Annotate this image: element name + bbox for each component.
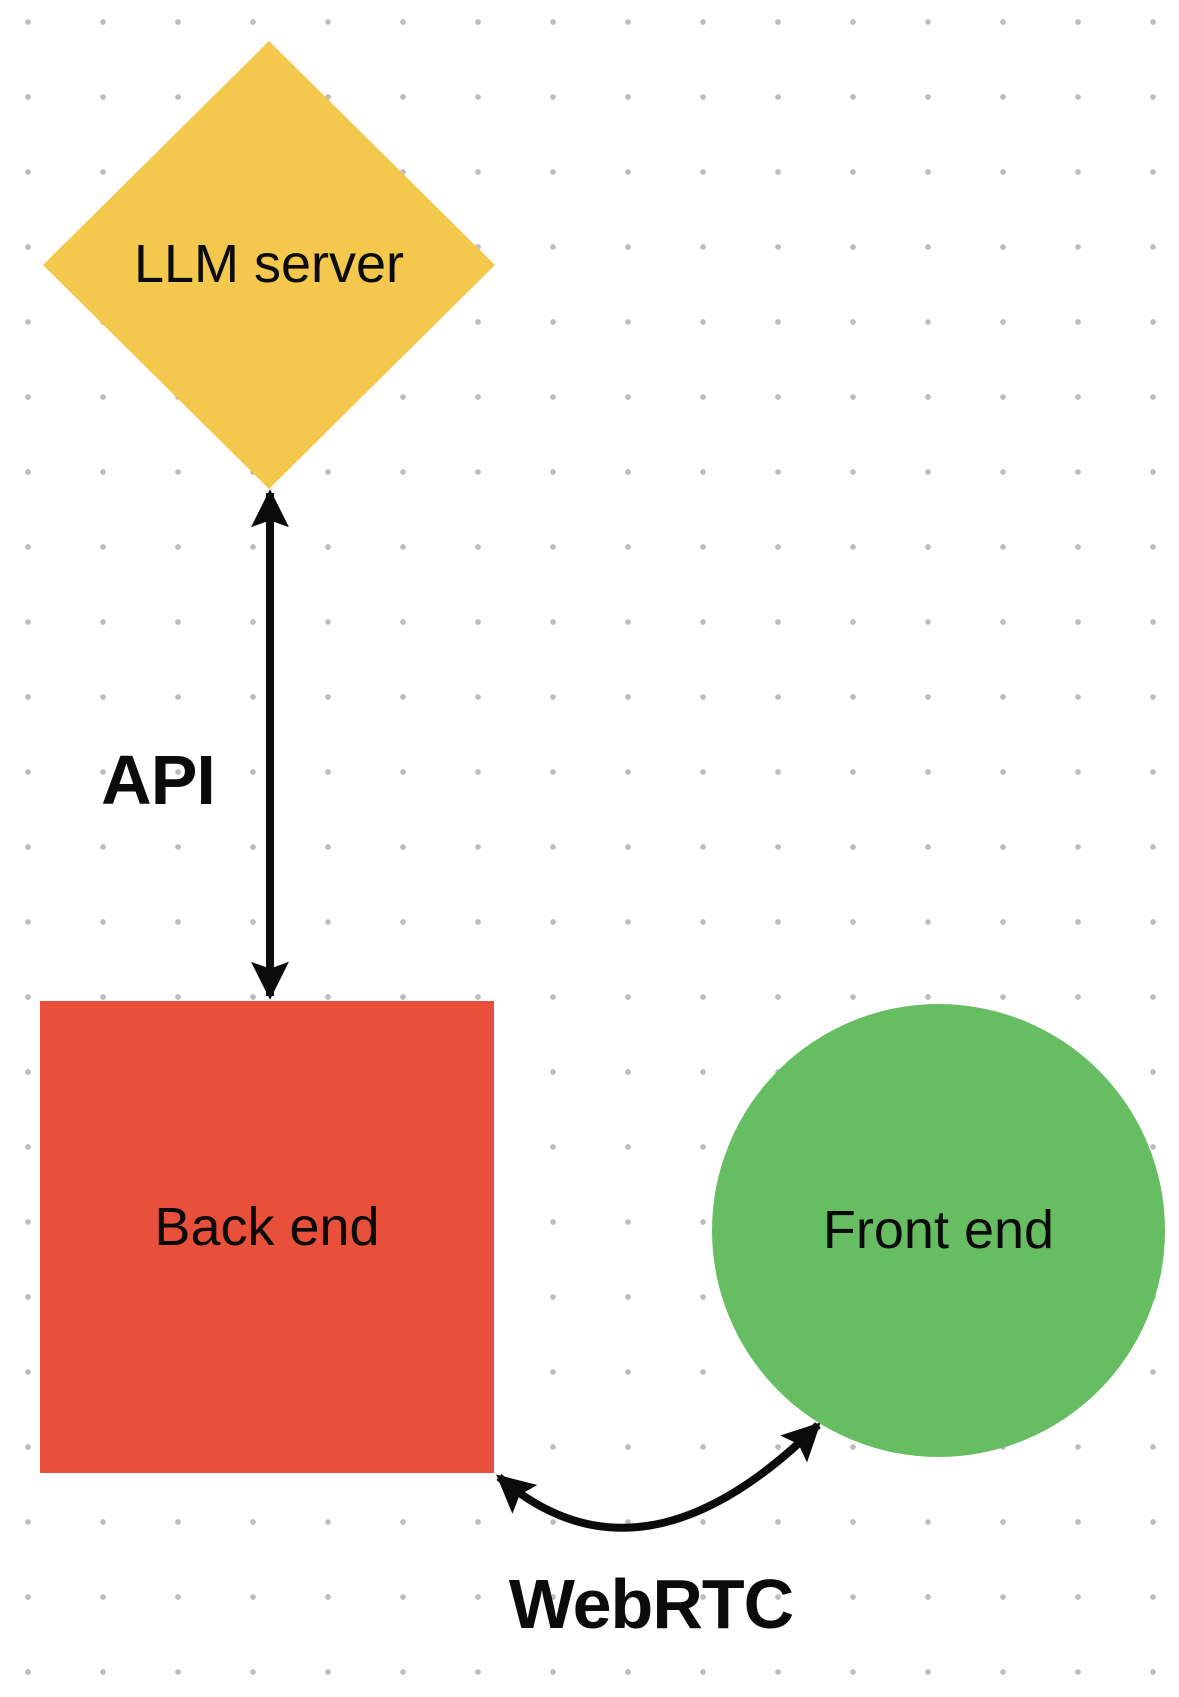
webrtc-edge-label[interactable]: WebRTC	[508, 1565, 794, 1643]
api-edge-label[interactable]: API	[101, 741, 216, 819]
webrtc-arrow[interactable]	[496, 1422, 821, 1532]
node-back-end[interactable]: Back end	[40, 1001, 494, 1473]
back-end-label: Back end	[154, 1196, 380, 1257]
node-llm-server[interactable]: LLM server	[43, 41, 495, 489]
node-front-end[interactable]: Front end	[712, 1004, 1165, 1457]
llm-server-label: LLM server	[133, 234, 405, 295]
front-end-label: Front end	[822, 1199, 1055, 1260]
